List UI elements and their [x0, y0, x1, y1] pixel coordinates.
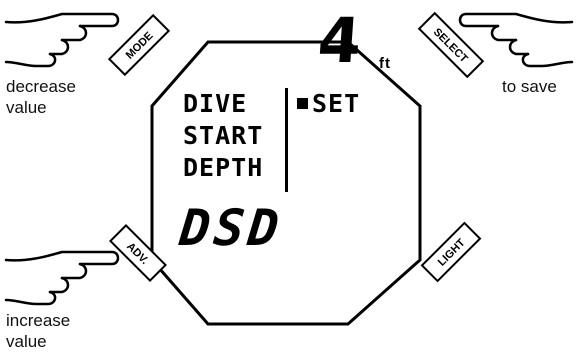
depth-unit: ft [379, 56, 391, 72]
mode-caption-line-2: value [6, 97, 76, 118]
display-divider [285, 88, 288, 192]
mode-caption-line-1: decrease [6, 76, 76, 97]
mode-caption: decrease value [6, 76, 76, 118]
mode-button[interactable]: MODE [109, 15, 168, 74]
start-label: START [183, 122, 263, 150]
hand-pointing-icon-adv [6, 252, 118, 304]
select-caption: to save [502, 76, 557, 97]
depth-value: 4 [316, 10, 363, 72]
light-button[interactable]: LIGHT [422, 223, 480, 281]
adv-caption-line-2: value [6, 331, 70, 352]
set-label: SET [312, 90, 360, 118]
set-marker-icon [297, 98, 308, 109]
select-button[interactable]: SELECT [419, 13, 483, 77]
adv-caption: increase value [6, 310, 70, 352]
select-caption-line-1: to save [502, 76, 557, 97]
dive-code: DSD [177, 200, 285, 256]
adv-caption-line-1: increase [6, 310, 70, 331]
dive-label: DIVE [183, 90, 247, 118]
depth-label: DEPTH [183, 154, 263, 182]
hand-pointing-icon-mode [6, 14, 118, 66]
